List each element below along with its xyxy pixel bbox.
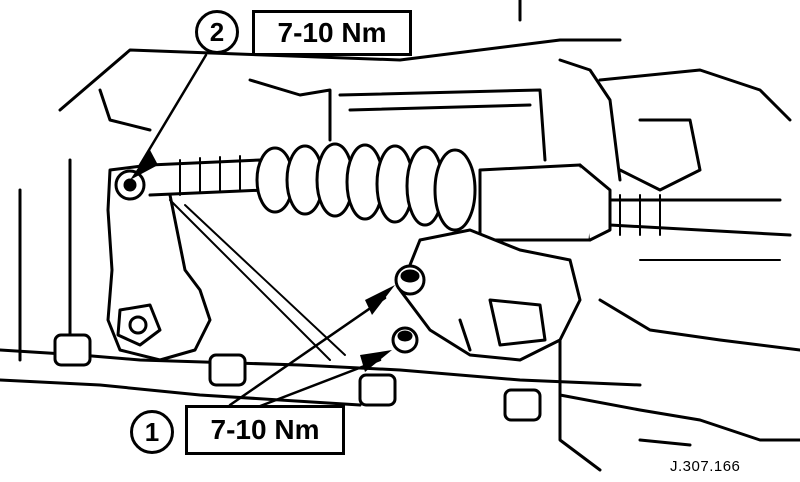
cable-bracket	[398, 163, 792, 362]
transmission-housing	[0, 0, 800, 472]
cable-rod	[148, 155, 346, 361]
leader-lines	[138, 53, 387, 412]
selector-lever	[106, 163, 212, 362]
callout-number-2: 2	[195, 10, 239, 54]
arrow-fastener-2	[130, 150, 158, 180]
cable-boot	[255, 142, 477, 232]
torque-label-1: 7-10 Nm	[185, 405, 345, 455]
callout-number-1: 1	[130, 410, 174, 454]
arrow-fastener-1a	[365, 285, 395, 315]
reference-code: J.307.166	[670, 458, 741, 475]
housing-studs	[53, 333, 542, 422]
torque-label-2: 7-10 Nm	[252, 10, 412, 56]
arrowheads	[130, 150, 395, 372]
arrow-fastener-1b	[360, 350, 392, 372]
bracket-bolts	[391, 264, 426, 354]
